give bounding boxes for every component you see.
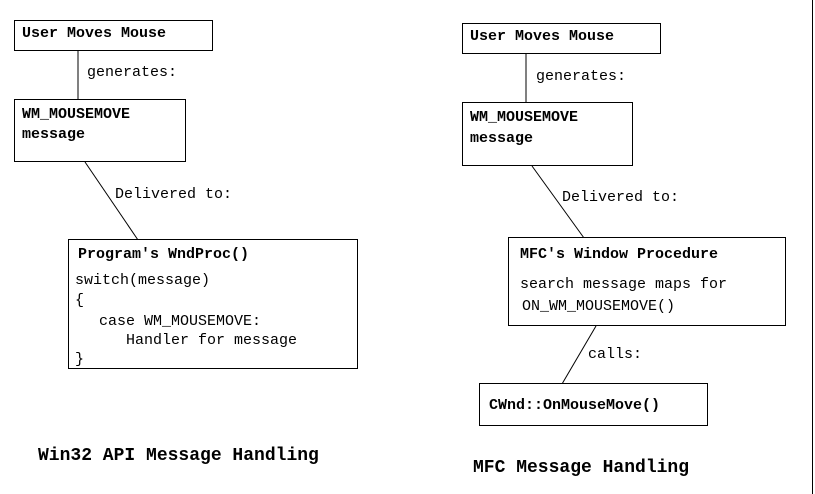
left-delivered-label: Delivered to: [115, 186, 233, 203]
left-generates-label: generates: [87, 64, 178, 81]
left-proc-code-line: case WM_MOUSEMOVE: [81, 313, 262, 330]
right-handler-label: CWnd::OnMouseMove() [489, 397, 661, 414]
right-calls-label: calls: [588, 346, 643, 363]
left-event-box: User Moves Mouse [14, 20, 213, 51]
right-event-box: User Moves Mouse [462, 23, 661, 54]
left-proc-code-line: { [75, 292, 85, 309]
left-message-to-proc-line [84, 161, 139, 241]
right-message-box: WM_MOUSEMOVE message [462, 102, 633, 166]
right-proc-line2: ON_WM_MOUSEMOVE() [522, 298, 676, 315]
right-message-line2: message [470, 130, 534, 147]
right-delivered-label: Delivered to: [562, 189, 680, 206]
left-message-box: WM_MOUSEMOVE message [14, 99, 186, 162]
right-proc-title: MFC's Window Procedure [520, 246, 719, 263]
right-message-line1: WM_MOUSEMOVE [470, 109, 579, 126]
right-proc-to-handler-line [561, 325, 597, 385]
right-proc-box: MFC's Window Procedure search message ma… [508, 237, 786, 326]
right-proc-line1: search message maps for [520, 276, 728, 293]
right-handler-box: CWnd::OnMouseMove() [479, 383, 708, 426]
left-proc-title: Program's WndProc() [78, 246, 250, 263]
frame-edge [812, 0, 813, 494]
right-caption: MFC Message Handling [473, 458, 690, 478]
right-event-label: User Moves Mouse [470, 28, 615, 45]
right-generates-label: generates: [536, 68, 627, 85]
left-proc-box: Program's WndProc() switch(message) { ca… [68, 239, 358, 369]
left-proc-code-line: } [75, 351, 85, 368]
left-message-line1: WM_MOUSEMOVE [22, 106, 131, 123]
left-proc-code-line: switch(message) [75, 272, 211, 289]
left-proc-code-line: Handler for message [81, 332, 298, 349]
left-event-label: User Moves Mouse [22, 25, 167, 42]
left-caption: Win32 API Message Handling [38, 446, 319, 466]
left-message-line2: message [22, 126, 86, 143]
right-message-to-proc-line [531, 165, 585, 239]
